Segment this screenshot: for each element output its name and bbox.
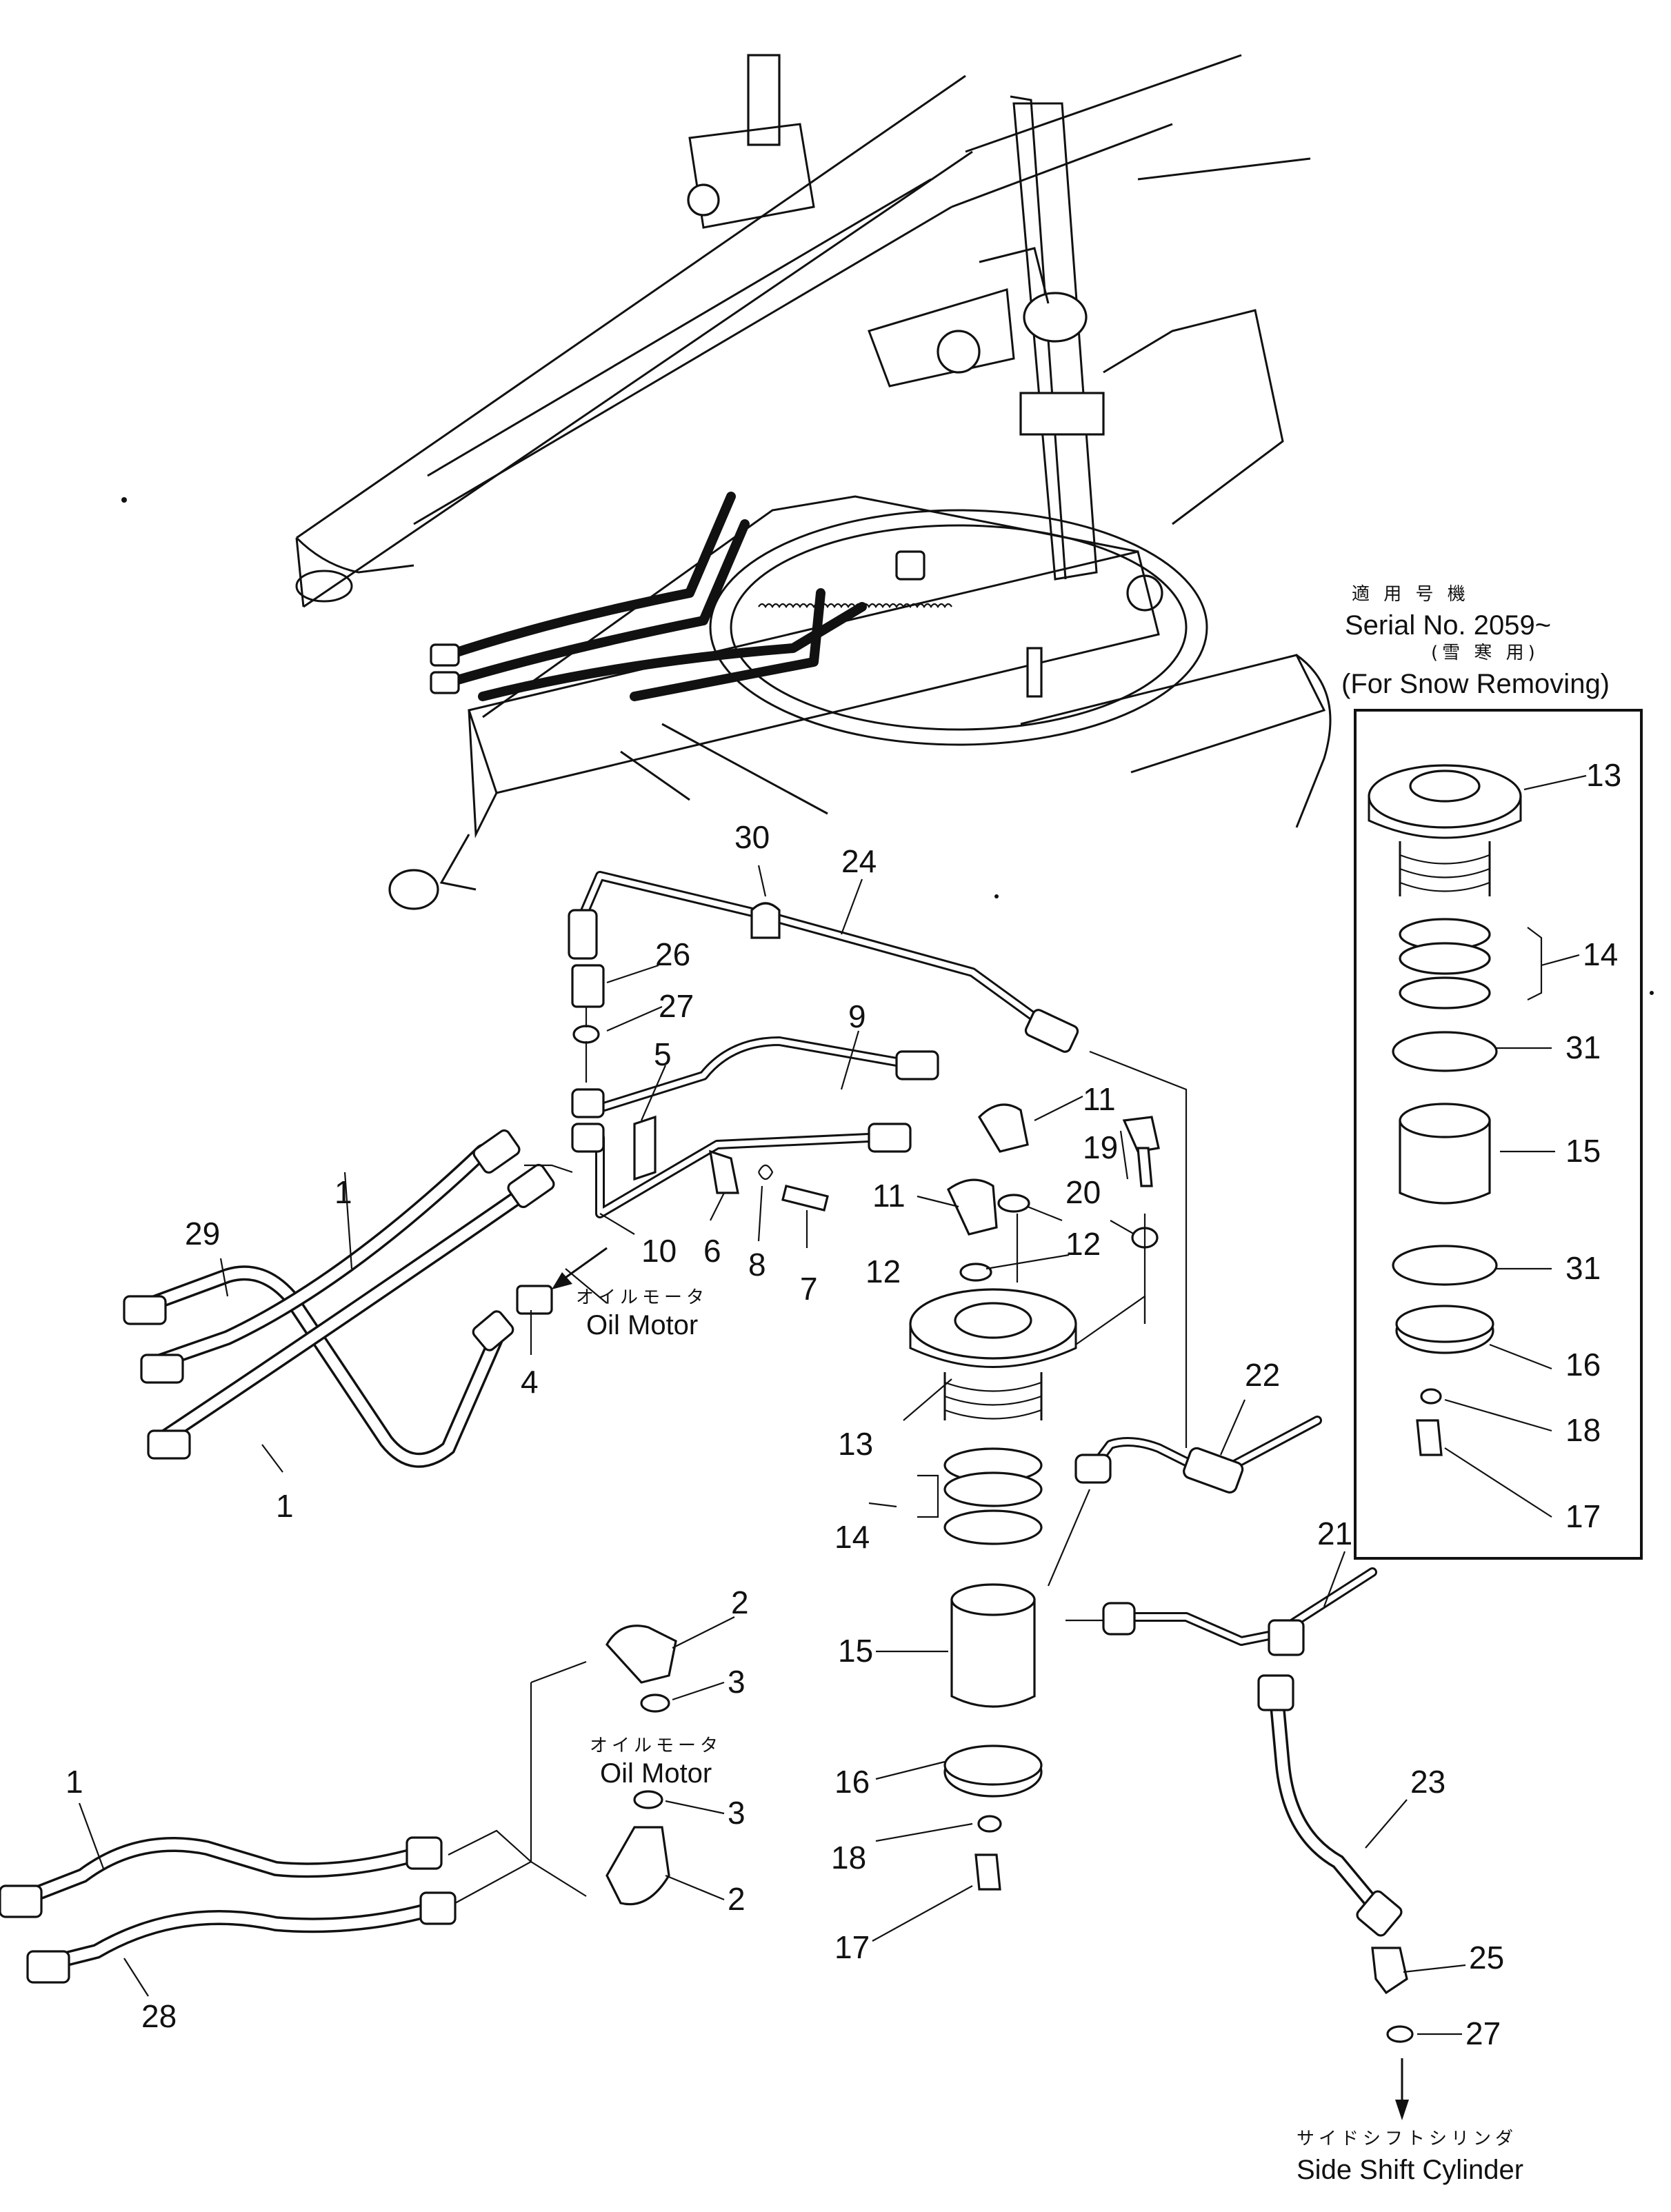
callout-1: 1 bbox=[334, 1174, 352, 1210]
side-shift-label: Side Shift Cylinder bbox=[1297, 2155, 1523, 2185]
callout-4: 4 bbox=[521, 1364, 539, 1400]
inset-callout-31b: 31 bbox=[1565, 1250, 1601, 1286]
callout-25: 25 bbox=[1469, 1940, 1504, 1975]
callout-28: 28 bbox=[141, 1998, 177, 2034]
callout-15: 15 bbox=[838, 1633, 873, 1669]
hose-group-lower bbox=[0, 1625, 677, 1984]
machine-frame bbox=[295, 54, 1332, 910]
oil-motor-label-2: Oil Motor bbox=[600, 1758, 712, 1789]
callout-1c: 1 bbox=[66, 1764, 83, 1800]
inset-callout-15: 15 bbox=[1565, 1133, 1601, 1169]
callout-18: 18 bbox=[831, 1840, 866, 1876]
callout-17: 17 bbox=[834, 1929, 870, 1965]
inset-callout-13: 13 bbox=[1586, 757, 1621, 793]
center-swivel-assembly bbox=[909, 1103, 1160, 1891]
callout-1b: 1 bbox=[276, 1488, 294, 1524]
callout-13: 13 bbox=[838, 1426, 873, 1462]
oil-motor-label: Oil Motor bbox=[586, 1310, 698, 1340]
callout-20: 20 bbox=[1065, 1174, 1101, 1210]
inset-serial: Serial No. 2059~ bbox=[1345, 610, 1551, 641]
callout-2: 2 bbox=[731, 1585, 749, 1620]
callout-29: 29 bbox=[185, 1216, 220, 1251]
inset-use-en: (For Snow Removing) bbox=[1341, 669, 1610, 699]
callout-30: 30 bbox=[734, 819, 770, 855]
callout-8: 8 bbox=[748, 1247, 766, 1283]
callout-27: 27 bbox=[659, 988, 694, 1024]
callout-22: 22 bbox=[1245, 1357, 1280, 1393]
callout-11: 11 bbox=[1083, 1081, 1116, 1117]
inset-callout-16: 16 bbox=[1565, 1347, 1601, 1382]
callout-7: 7 bbox=[800, 1271, 818, 1307]
callout-2b: 2 bbox=[728, 1881, 746, 1917]
callout-26: 26 bbox=[655, 936, 690, 972]
callout-14: 14 bbox=[834, 1519, 870, 1555]
inset-callout-14: 14 bbox=[1583, 936, 1618, 972]
inset-callout-18: 18 bbox=[1565, 1412, 1601, 1448]
callout-16: 16 bbox=[834, 1764, 870, 1800]
callout-27b: 27 bbox=[1465, 2015, 1501, 2051]
callout-3b: 3 bbox=[728, 1795, 746, 1831]
hose-group-upper bbox=[123, 1036, 939, 1468]
inset-callout-31: 31 bbox=[1565, 1029, 1601, 1065]
side-shift-jp-label: サイドシフトシリンダ bbox=[1297, 2129, 1517, 2149]
inset-title-jp: 適 用 号 機 bbox=[1352, 584, 1470, 605]
callout-21: 21 bbox=[1317, 1516, 1352, 1551]
callout-24: 24 bbox=[841, 843, 877, 879]
pipes-right bbox=[552, 1247, 1414, 2120]
callout-12: 12 bbox=[1065, 1226, 1101, 1262]
inset-header: 適 用 号 機 Serial No. 2059~ (雪 寒 用) (For Sn… bbox=[1341, 584, 1610, 699]
leader-lines bbox=[78, 774, 1587, 2035]
callout-6: 6 bbox=[703, 1233, 721, 1269]
callout-19: 19 bbox=[1083, 1129, 1118, 1165]
oil-motor-jp-label-2: オイルモータ bbox=[590, 1736, 722, 1756]
callout-11b: 11 bbox=[872, 1178, 905, 1214]
callout-5: 5 bbox=[654, 1036, 672, 1072]
oil-motor-jp-label: オイルモータ bbox=[576, 1287, 708, 1308]
notes: オイルモータ Oil Motor オイルモータ Oil Motor サイドシフト… bbox=[576, 1287, 1523, 2185]
callout-10: 10 bbox=[641, 1233, 677, 1269]
callout-23: 23 bbox=[1410, 1764, 1445, 1800]
pipe-24 bbox=[568, 871, 1188, 1448]
inset-callout-17: 17 bbox=[1565, 1498, 1601, 1534]
callout-labels: 30 24 26 27 5 9 11 19 20 11 12 12 29 1 1… bbox=[66, 757, 1621, 2051]
callout-9: 9 bbox=[848, 998, 866, 1034]
snow-removing-inset bbox=[1354, 709, 1643, 1560]
callout-3: 3 bbox=[728, 1664, 746, 1700]
inset-use-jp: (雪 寒 用) bbox=[1431, 643, 1539, 663]
callout-12b: 12 bbox=[865, 1254, 901, 1289]
